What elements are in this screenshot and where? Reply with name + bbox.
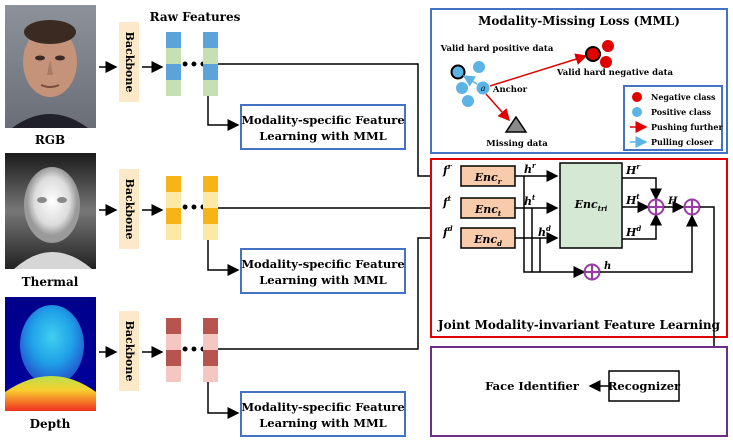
positive-point xyxy=(462,95,474,107)
recognizer-panel: Recognizer Face Identifier xyxy=(430,346,728,437)
H-t-label: Ht xyxy=(625,192,640,207)
anchor-symbol: a xyxy=(481,84,486,93)
jmifl-title: Joint Modality-invariant Feature Learnin… xyxy=(437,318,721,332)
H-r-arrow xyxy=(622,177,662,201)
legend-negative-icon xyxy=(632,92,642,102)
msfl-box-thermal: Modality-specific Feature Learning with … xyxy=(240,248,406,294)
mml-missing-label: Missing data xyxy=(486,139,548,149)
H-d-label: Hd xyxy=(625,224,641,239)
depth-image xyxy=(5,297,96,411)
msfl-thermal-line1: Modality-specific Feature xyxy=(241,257,404,271)
legend-positive-label: Positive class xyxy=(651,107,712,117)
msfl-depth-line1: Modality-specific Feature xyxy=(241,400,404,414)
positive-point xyxy=(473,61,485,73)
legend-negative-label: Negative class xyxy=(651,92,716,102)
h-d-label: hd xyxy=(538,224,551,239)
mml-title: Modality-Missing Loss (MML) xyxy=(478,14,680,28)
backbone-rgb: Backbone xyxy=(119,22,139,102)
thermal-feature-bar-1 xyxy=(166,176,181,240)
pulling-arrow xyxy=(462,75,478,87)
thermal-label: Thermal xyxy=(22,275,79,289)
f-t-label: ft xyxy=(442,194,452,209)
rgb-feature-ellipsis: ••• xyxy=(181,57,208,73)
thermal-feature-ellipsis: ••• xyxy=(181,200,208,216)
negative-point xyxy=(602,40,614,52)
msfl-box-rgb: Modality-specific Feature Learning with … xyxy=(240,104,406,150)
h-r-label: hr xyxy=(524,161,537,176)
thermal-feature-bar-2 xyxy=(203,176,218,240)
backbone-depth-label: Backbone xyxy=(123,321,136,382)
enc-t-label: Enct xyxy=(474,203,502,218)
depth-feature-bar-2 xyxy=(203,318,218,382)
plus-node-H xyxy=(647,198,665,216)
depth-to-msfl-arrow xyxy=(207,382,240,419)
h-to-final-plus-arrow xyxy=(600,214,698,273)
msfl-rgb-line2: Learning with MML xyxy=(259,129,387,143)
f-d-label: fd xyxy=(442,224,453,239)
depth-label: Depth xyxy=(30,417,71,431)
backbone-rgb-label: Backbone xyxy=(123,32,136,93)
mml-anchor-label: Anchor xyxy=(492,85,528,95)
f-r-label: fr xyxy=(442,162,453,177)
H-label: H xyxy=(667,196,678,207)
plus-node-final xyxy=(683,198,701,216)
hard-positive-point xyxy=(450,64,466,80)
thermal-image xyxy=(5,153,96,269)
mml-valid-neg-label: Valid hard negative data xyxy=(556,68,674,78)
face-identifier-label: Face Identifier xyxy=(485,379,580,393)
legend-positive-icon xyxy=(632,107,642,117)
rgb-to-msfl-arrow xyxy=(207,96,240,131)
rgb-label: RGB xyxy=(35,133,65,147)
rgb-image xyxy=(5,5,96,128)
enc-tri-box xyxy=(559,162,623,249)
missing-data-triangle xyxy=(504,115,528,133)
h-sum-label: h xyxy=(604,261,611,272)
msfl-box-depth: Modality-specific Feature Learning with … xyxy=(240,391,406,437)
rgb-feature-bar-2 xyxy=(203,32,218,96)
msfl-depth-line2: Learning with MML xyxy=(259,416,387,430)
recognizer-box xyxy=(608,370,680,402)
backbone-depth: Backbone xyxy=(119,311,139,391)
enc-tri-label: Enctri xyxy=(574,198,608,213)
enc-r-label: Encr xyxy=(474,171,503,186)
legend-pushing-label: Pushing further xyxy=(651,122,723,132)
backbone-thermal-label: Backbone xyxy=(123,179,136,240)
mml-panel: Modality-Missing Loss (MML) Valid hard p… xyxy=(430,8,728,154)
plus-node-h xyxy=(583,263,601,281)
jmifl-panel: Joint Modality-invariant Feature Learnin… xyxy=(430,158,728,338)
enc-d-label: Encd xyxy=(473,233,502,248)
msfl-rgb-line1: Modality-specific Feature xyxy=(241,113,404,127)
pushing-arrow-missing xyxy=(485,93,510,122)
rgb-feature-bar-1 xyxy=(166,32,181,96)
legend-pulling-label: Pulling closer xyxy=(651,137,714,147)
mml-valid-pos-label: Valid hard positive data xyxy=(440,44,554,54)
thermal-to-msfl-arrow xyxy=(207,240,240,276)
msfl-thermal-line2: Learning with MML xyxy=(259,273,387,287)
H-d-arrow xyxy=(622,213,662,240)
positive-point xyxy=(456,82,468,94)
h-t-label: ht xyxy=(524,193,536,208)
backbone-thermal: Backbone xyxy=(119,169,139,249)
anchor-point xyxy=(476,81,490,95)
h-r-branch xyxy=(523,176,586,278)
pushing-arrow-negative xyxy=(489,53,588,87)
recognizer-label: Recognizer xyxy=(608,379,681,393)
H-r-label: Hr xyxy=(625,162,641,177)
negative-point xyxy=(600,56,612,68)
depth-feature-bar-1 xyxy=(166,318,181,382)
hard-negative-point xyxy=(585,46,601,62)
raw-features-title: Raw Features xyxy=(150,10,241,24)
depth-feature-ellipsis: ••• xyxy=(181,342,208,358)
